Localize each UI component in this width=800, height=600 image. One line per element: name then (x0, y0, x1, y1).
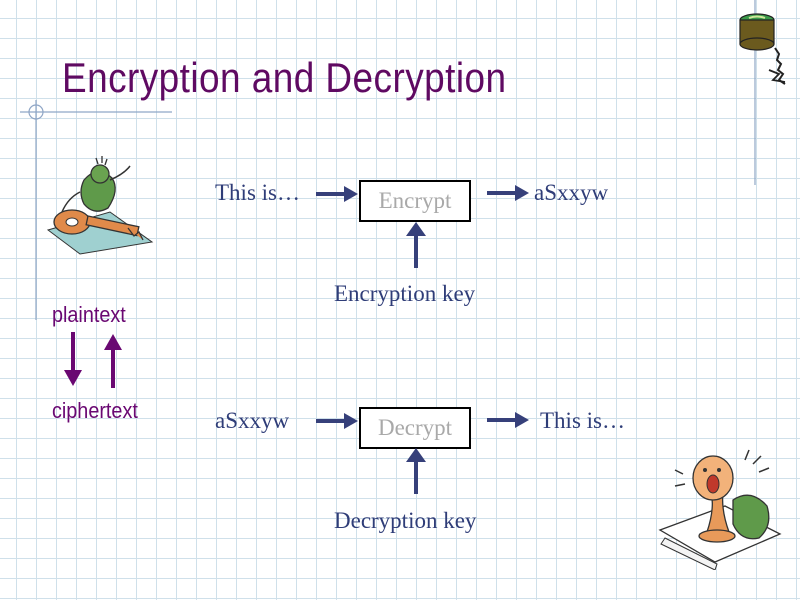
arrow-right-icon (487, 185, 529, 201)
slide-title: Encryption and Decryption (62, 54, 507, 101)
person-with-key-icon (46, 156, 154, 255)
arrow-up-icon (406, 222, 426, 268)
arrow-right-icon (316, 186, 358, 202)
globe-drum-icon (739, 13, 786, 85)
encryption-key-label: Encryption key (334, 281, 476, 306)
encrypt-output-text: aSxxyw (534, 180, 609, 205)
ciphertext-label: ciphertext (52, 398, 138, 423)
person-at-desk-icon (658, 449, 782, 570)
arrow-right-icon (316, 413, 358, 429)
encrypt-input-text: This is… (215, 180, 300, 205)
encrypt-box-label: Encrypt (378, 188, 452, 213)
crosshair-ring-icon (28, 104, 44, 120)
arrow-down-icon (64, 332, 82, 386)
decrypt-box: Decrypt (359, 407, 471, 449)
encrypt-box: Encrypt (359, 180, 471, 222)
decryption-key-label: Decryption key (334, 508, 477, 533)
decrypt-box-label: Decrypt (377, 415, 453, 440)
plaintext-label: plaintext (52, 302, 126, 327)
decrypt-input-text: aSxxyw (215, 408, 290, 433)
decrypt-output-text: This is… (540, 408, 625, 433)
arrow-up-icon (406, 448, 426, 494)
arrow-right-icon (487, 412, 529, 428)
arrow-up-icon (104, 334, 122, 388)
